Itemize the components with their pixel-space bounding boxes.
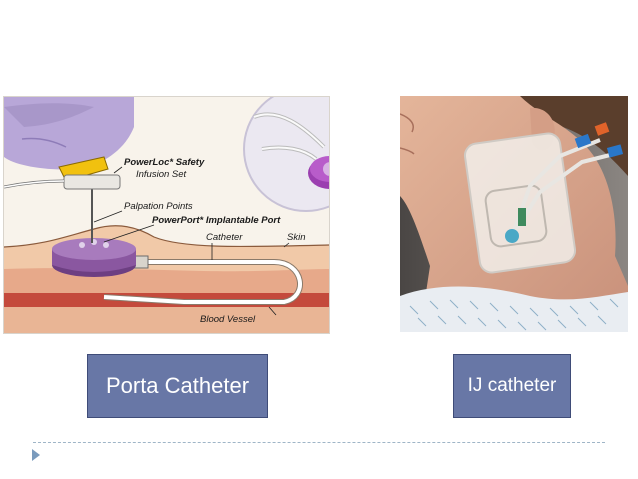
label-catheter: Catheter: [206, 232, 243, 243]
footer-divider: [33, 442, 605, 443]
deep-tissue: [4, 307, 329, 333]
hospital-gown: [400, 286, 628, 332]
label-skin: Skin: [287, 232, 305, 243]
port-inset-circle: [243, 97, 329, 212]
transparent-dressing: [463, 132, 577, 274]
bullet-triangle-icon: [32, 449, 40, 461]
port-diagram-svg: PowerLoc* Safety Infusion Set Palpation …: [4, 97, 329, 333]
orange-lumen-cap: [594, 122, 610, 136]
ij-catheter-photo: [400, 96, 628, 332]
catheter-hub: [505, 229, 519, 243]
label-powerport: PowerPort* Implantable Port: [152, 215, 281, 226]
caption-porta-catheter: Porta Catheter: [87, 354, 268, 418]
label-powerloc: PowerLoc* Safety: [124, 157, 205, 168]
label-infusion-set: Infusion Set: [136, 169, 187, 180]
label-blood-vessel: Blood Vessel: [200, 314, 256, 325]
blue-lumen-cap: [574, 133, 592, 149]
ij-catheter-photo-svg: [400, 96, 628, 332]
caption-ij-catheter: IJ catheter: [453, 354, 571, 418]
label-palpation-points: Palpation Points: [124, 201, 193, 212]
port-catheter-illustration: PowerLoc* Safety Infusion Set Palpation …: [3, 96, 330, 334]
